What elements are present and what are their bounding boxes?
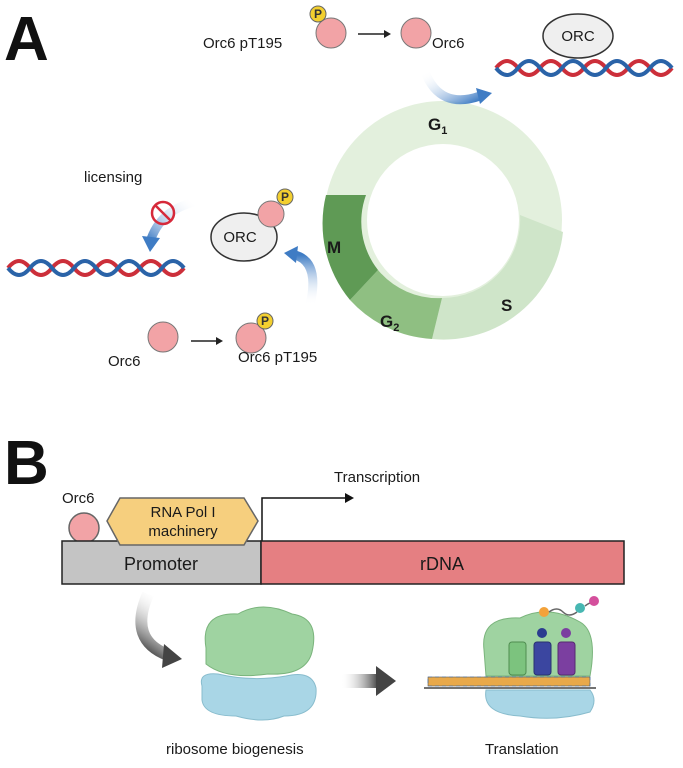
translation-label: Translation xyxy=(485,741,559,758)
rna-pol-line1: RNA Pol I xyxy=(150,504,215,521)
licensing-arrow-head xyxy=(142,236,160,252)
ribosome-icon xyxy=(200,606,317,721)
phospho-bottom-label: P xyxy=(261,314,269,328)
panel-a-label: A xyxy=(4,5,49,74)
bottom-arrow-head xyxy=(216,337,223,345)
ring-segment-s xyxy=(432,215,563,340)
orc6-b-circle xyxy=(68,512,100,544)
rna-pol-machinery-shape xyxy=(106,497,259,546)
transcription-arrow-line xyxy=(261,497,345,541)
promoter-label: Promoter xyxy=(124,554,198,574)
orc6-top-circle xyxy=(400,17,432,49)
top-blue-arrow-head xyxy=(476,88,492,104)
orc-top-complex xyxy=(542,13,614,59)
top-arrow-head xyxy=(384,30,391,38)
ring-segment-m xyxy=(322,195,378,300)
rdna-label: rDNA xyxy=(420,554,464,574)
rna-pol-line2: machinery xyxy=(148,523,218,540)
phospho-left-label: P xyxy=(281,190,289,204)
inhibit-circle-icon xyxy=(150,200,176,226)
orc6-b-label: Orc6 xyxy=(62,490,95,507)
orc-left-label: ORC xyxy=(223,229,257,246)
phospho-top-label: P xyxy=(314,7,322,21)
rdna-bar xyxy=(260,540,625,585)
licensing-label: licensing xyxy=(84,169,142,186)
orc6-pt195-top-label: Orc6 pT195 xyxy=(203,35,282,52)
orc-left-complex xyxy=(210,212,278,262)
phospho-top-circle xyxy=(309,5,327,23)
orc6-pt195-bottom-label: Orc6 pT195 xyxy=(238,349,317,366)
transcription-label: Transcription xyxy=(334,469,420,486)
bottom-blue-arrow xyxy=(293,250,318,307)
ribosome-biogenesis-label: ribosome biogenesis xyxy=(166,741,304,758)
orc6-bottom-circle xyxy=(147,321,179,353)
phase-m-label: M xyxy=(327,238,341,257)
translation-ribosome-icon xyxy=(424,596,599,719)
bottom-blue-arrow-head xyxy=(284,246,298,263)
grey-curved-arrow-head xyxy=(162,644,182,668)
grey-curved-arrow xyxy=(135,591,171,661)
phospho-bottom-circle xyxy=(256,312,274,330)
inhibit-slash-icon xyxy=(154,204,172,222)
orc6-pt195-top-circle xyxy=(315,17,347,49)
transcription-arrow-head xyxy=(345,493,354,503)
top-blue-arrow xyxy=(420,70,482,105)
ring-segment-g2 xyxy=(350,270,442,339)
grey-straight-arrow-head xyxy=(376,666,396,696)
ring-center xyxy=(367,144,519,296)
phase-g1-label: G1 xyxy=(428,115,447,137)
grey-straight-arrow xyxy=(342,674,378,688)
orc6-top-label: Orc6 xyxy=(432,35,465,52)
orc6-pt195-bottom-circle xyxy=(235,322,267,354)
dna-top-right xyxy=(494,59,674,77)
orc6-bottom-label: Orc6 xyxy=(108,353,141,370)
dna-left xyxy=(6,259,186,277)
phase-g2-label: G2 xyxy=(380,312,399,334)
orc6-left-circle xyxy=(257,200,285,228)
phospho-left-circle xyxy=(276,188,294,206)
cell-cycle-ring xyxy=(322,101,563,340)
orc-top-label: ORC xyxy=(561,28,595,45)
panel-b-label: B xyxy=(4,429,49,498)
phase-s-label: S xyxy=(501,296,512,315)
